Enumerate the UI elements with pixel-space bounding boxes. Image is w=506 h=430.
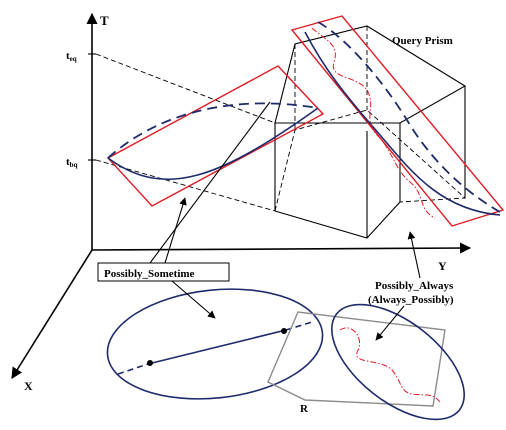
t-axis-label: T <box>100 13 109 28</box>
y-axis-label: Y <box>438 259 447 273</box>
region-r <box>267 311 446 407</box>
possibly-sometime-projection <box>106 288 324 400</box>
possibly-always-trajectory-solid <box>304 31 501 216</box>
query-prism-label: Query Prism <box>392 35 453 47</box>
region-r-label: R <box>300 403 309 415</box>
teq-guide-line <box>95 53 276 124</box>
possibly-sometime-trajectory-solid <box>107 107 319 180</box>
always-leader-to-rectangle <box>407 231 421 279</box>
always-leader-to-ellipse <box>375 305 405 341</box>
query-prism <box>274 25 467 239</box>
sometime-leader-to-trajectory <box>149 101 271 264</box>
x-axis <box>11 249 93 379</box>
possibly-sometime-box <box>97 262 230 282</box>
possibly-sometime-label: Possibly_Sometime <box>104 268 195 280</box>
sometime-leader-to-ellipse <box>171 280 216 319</box>
tbq-label: tbq <box>66 156 78 169</box>
possibly-sometime-rectangle <box>106 65 325 207</box>
x-axis-label: X <box>24 379 33 393</box>
teq-label: teq <box>66 50 77 63</box>
sometime-leader-to-rectangle <box>164 197 187 264</box>
possibly-sometime-trajectory-dashed <box>107 102 319 159</box>
tbq-guide-line <box>95 159 276 212</box>
y-axis <box>91 242 472 254</box>
possibly-always-label: Possibly_Always <box>375 280 454 292</box>
possibly-always-trajectory-dashed <box>317 21 501 213</box>
possibly-always-projection <box>330 303 466 421</box>
always-possibly-label: (Always_Possibly) <box>368 294 454 306</box>
possibly-always-trajectory-dashdot <box>311 27 436 219</box>
possibly-always-rectangle <box>290 15 505 227</box>
